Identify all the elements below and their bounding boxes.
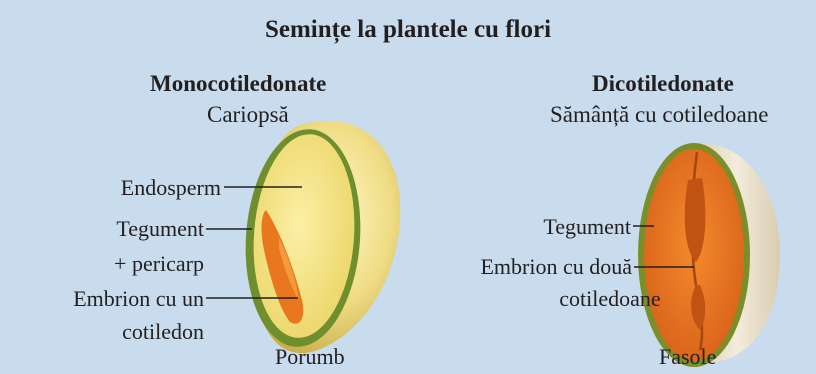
diagram-title: Semințe la plantele cu flori	[264, 16, 552, 43]
bean-embryo-axis	[684, 178, 706, 262]
bean-seed	[638, 143, 780, 367]
heading-dicots: Dicotiledonate	[592, 71, 734, 96]
caption-corn: Porumb	[275, 344, 345, 369]
corn-embryo	[261, 210, 304, 324]
heading-monocots: Monocotiledonate	[150, 71, 327, 96]
label-embryo-one-line2: cotiledon	[122, 319, 204, 344]
label-embryo-two-line2: cotiledoane	[559, 286, 661, 311]
subheading-seed-cotyledons: Sămânță cu cotiledoane	[550, 102, 769, 127]
label-tegument-left: Tegument	[116, 216, 204, 241]
caption-bean: Fasole	[659, 344, 717, 369]
label-embryo-two-line1: Embrion cu două	[480, 254, 632, 279]
label-endosperm: Endosperm	[120, 175, 221, 200]
label-tegument-right: Tegument	[543, 214, 631, 239]
subheading-caryopsis: Cariopsă	[207, 102, 289, 127]
label-embryo-one-line1: Embrion cu un	[73, 286, 204, 311]
corn-embryo-inner	[279, 238, 299, 300]
label-pericarp: + pericarp	[114, 251, 204, 276]
bean-radicle	[691, 285, 706, 330]
corn-kernel	[245, 120, 401, 354]
